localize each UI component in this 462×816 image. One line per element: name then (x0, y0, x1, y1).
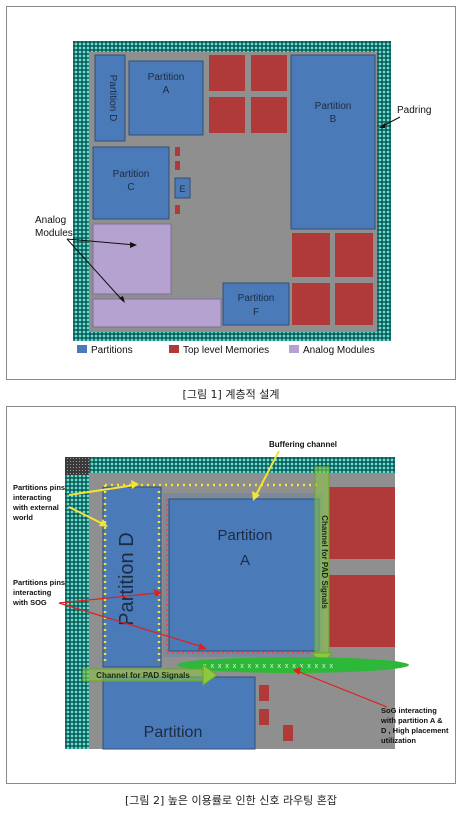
pins-sog-arrow-1 (58, 592, 158, 604)
small-memory-block (175, 205, 180, 214)
memory-block (209, 97, 245, 133)
legend-label-analog: Analog Modules (303, 345, 375, 356)
pins-external-label-2: interacting (13, 493, 52, 502)
sog-label-3: D , High placement (381, 726, 449, 735)
memory-block (292, 233, 330, 277)
figure-2-frame: Partition D Partition A Partition Channe… (6, 406, 456, 784)
pins-sog-arrow-2 (58, 602, 204, 648)
pins-sog-label-1: Partitions pins (13, 578, 65, 587)
pins-external-arrowhead-2 (99, 519, 108, 527)
buffering-arrow (254, 450, 280, 498)
partition-e-block (174, 177, 191, 199)
channel-horizontal-label: Channel for PAD Signals (96, 671, 190, 680)
padring-corner (65, 457, 89, 475)
partition-a-block (168, 498, 320, 652)
buffering-channel-label: Buffering channel (269, 440, 337, 449)
partition-c-block (92, 146, 170, 220)
sog-ellipse (177, 657, 409, 673)
small-memory-block (283, 725, 293, 741)
small-memory-block (175, 161, 180, 170)
padring-left (65, 457, 89, 749)
partition-c-label-2: C (127, 182, 134, 193)
small-memory-block (259, 709, 269, 725)
partition-b-block (290, 54, 376, 230)
partition-bottom-block (102, 676, 256, 750)
analog-arrowhead-2 (119, 296, 125, 303)
partition-b-label-1: Partition (315, 101, 352, 112)
legend-swatch-analog (289, 345, 299, 353)
sog-label-4: utilization (381, 736, 416, 745)
partition-e-label: E (179, 184, 185, 194)
partition-d-block (102, 486, 162, 668)
small-memory-block (175, 147, 180, 156)
partition-bottom-label: Partition (144, 724, 203, 741)
sog-arrowhead (293, 667, 301, 675)
pins-external-arrow-1 (68, 484, 136, 496)
figure-2-caption: [그림 2] 높은 이용률로 인한 신호 라우팅 혼잡 (124, 794, 338, 807)
pins-external-arrowhead-1 (131, 480, 139, 489)
partition-f-label-1: Partition (238, 293, 275, 304)
figure-1-caption: [그림 1] 계층적 설계 (182, 388, 280, 401)
partition-d-label: Partition D (107, 75, 118, 122)
sog-x-marks: x x x x x x x x x x x x x x x x x x (203, 663, 334, 670)
memory-block (335, 233, 373, 277)
partition-a-block (128, 60, 204, 136)
buffering-arrowhead (252, 491, 260, 501)
figure-2-diagram: Partition D Partition A Partition Channe… (12, 440, 449, 750)
memory-block (251, 55, 287, 91)
memory-block (335, 283, 373, 325)
analog-modules-label-2: Modules (35, 228, 73, 239)
pins-sog-label-2: interacting (13, 588, 52, 597)
small-memory-block (259, 685, 269, 701)
analog-arrowhead-1 (130, 242, 137, 248)
sog-label-1: SoG interacting (381, 706, 437, 715)
padring-top (65, 457, 395, 473)
legend-swatch-memories (169, 345, 179, 353)
figure-1-diagram: Partition D Partition A Partition B Part… (35, 41, 431, 356)
pins-external-arrow-2 (68, 506, 106, 526)
analog-arrow-2 (66, 238, 124, 302)
sog-arrow (296, 670, 388, 708)
partition-f-label-2: F (253, 307, 259, 318)
memory-block (329, 575, 395, 647)
legend-swatch-partitions (77, 345, 87, 353)
memory-block (329, 487, 395, 559)
partition-c-label-1: Partition (113, 169, 150, 180)
pins-external-label-3: with external (12, 503, 59, 512)
pins-external-label-1: Partitions pins (13, 483, 65, 492)
partition-a-label-2: A (240, 552, 250, 569)
pins-sog-arrowhead-1 (154, 589, 162, 597)
analog-module-block (92, 223, 172, 295)
analog-modules-label-1: Analog (35, 215, 66, 226)
partition-f-block (222, 282, 290, 326)
pins-sog-arrowhead-2 (198, 643, 207, 650)
partition-a-label-1: Partition (217, 527, 272, 544)
partition-a-label-1: Partition (148, 72, 185, 83)
memory-block (292, 283, 330, 325)
partition-b-label-2: B (330, 114, 337, 125)
padring-label: Padring (397, 105, 431, 116)
pins-sog-label-3: with SOG (12, 598, 47, 607)
partition-d-block (94, 54, 126, 142)
partition-a-label-2: A (163, 85, 170, 96)
padring-arrowhead (379, 123, 385, 128)
memory-block (209, 55, 245, 91)
analog-module-block (92, 298, 222, 328)
memory-block (251, 97, 287, 133)
analog-arrow-1 (66, 238, 136, 246)
channel-vertical-label: Channel for PAD Signals (320, 515, 329, 609)
figure-1-frame: Partition D Partition A Partition B Part… (6, 6, 456, 380)
legend-label-memories: Top level Memories (183, 345, 269, 356)
partition-d-label: Partition D (116, 532, 138, 625)
legend-label-partitions: Partitions (91, 345, 133, 356)
pins-external-label-4: world (12, 513, 33, 522)
sog-label-2: with partition A & (380, 716, 443, 725)
channel-horizontal-arrowhead (202, 664, 218, 686)
